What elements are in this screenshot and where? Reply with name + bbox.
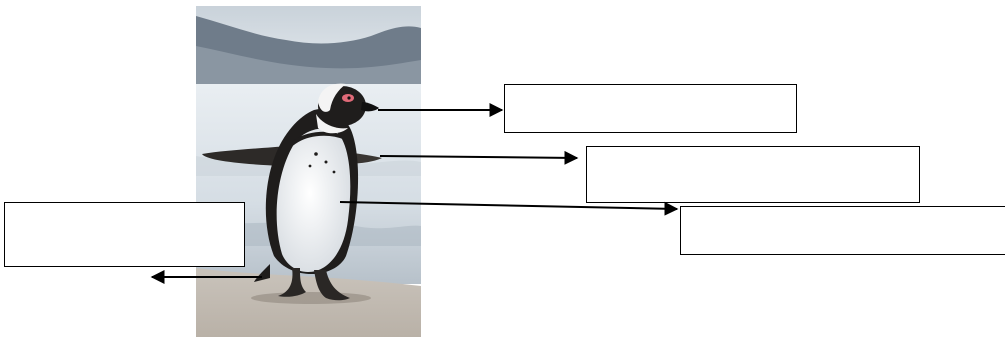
label-box-belly[interactable]	[680, 206, 1005, 255]
penguin-photo	[196, 6, 421, 337]
label-box-flipper[interactable]	[586, 146, 920, 203]
label-box-feet[interactable]	[4, 202, 245, 267]
label-box-beak[interactable]	[504, 84, 797, 133]
